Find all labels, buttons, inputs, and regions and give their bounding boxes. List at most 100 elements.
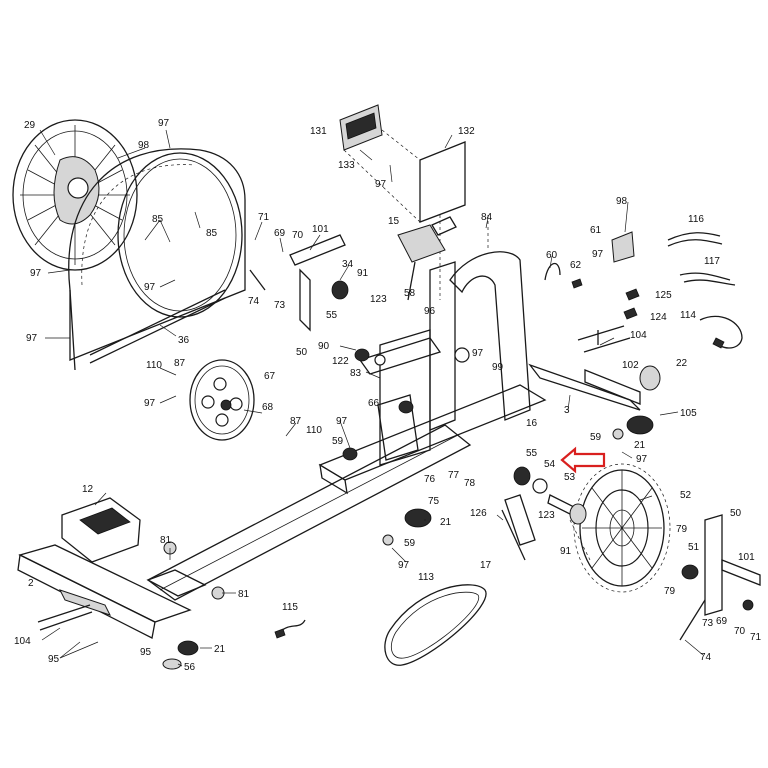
part-label: 116	[688, 214, 704, 225]
part-label: 52	[680, 490, 692, 501]
part-label: 97	[592, 249, 604, 260]
shroud-cover-part-29	[12, 119, 138, 271]
part-label: 79	[676, 524, 688, 535]
part-label: 36	[178, 335, 190, 346]
part-label: 55	[526, 448, 538, 459]
part-label: 105	[680, 408, 697, 419]
part-label: 55	[326, 310, 338, 321]
part-label: 114	[680, 310, 696, 321]
part-label: 113	[418, 572, 434, 583]
part-label: 110	[306, 425, 322, 436]
part-label: 97	[144, 398, 156, 409]
part-number-labels: 29 97 98 85 85 97 97 97 36 71 69 70 101 …	[14, 118, 762, 673]
part-label: 85	[152, 214, 164, 225]
part-label: 3	[564, 405, 570, 416]
part-label: 97	[398, 560, 410, 571]
part-label: 60	[546, 250, 558, 261]
part-label: 83	[350, 368, 362, 379]
leader-lines	[39, 129, 704, 667]
part-label: 104	[630, 330, 647, 341]
part-label: 133	[338, 160, 355, 171]
part-label: 67	[264, 371, 276, 382]
part-label: 34	[342, 259, 354, 270]
rear-stabilizer-part-50	[679, 514, 761, 641]
part-label: 97	[144, 282, 156, 293]
part-label: 117	[704, 256, 720, 267]
part-label: 70	[734, 626, 746, 637]
part-label: 12	[82, 484, 94, 495]
part-label: 61	[590, 225, 602, 236]
part-label: 62	[570, 260, 582, 271]
part-label: 95	[140, 647, 152, 658]
part-label: 71	[750, 632, 762, 643]
crank-parts-part-53	[163, 280, 661, 600]
upright-post-part-15	[397, 215, 531, 431]
part-label: 132	[458, 126, 475, 137]
part-label: 2	[28, 578, 34, 589]
part-label: 81	[238, 589, 250, 600]
part-label: 126	[470, 508, 487, 519]
part-label: 99	[492, 362, 504, 373]
part-label: 95	[48, 654, 60, 665]
highlight-arrow-icon	[560, 446, 606, 474]
part-label: 90	[318, 341, 330, 352]
part-label: 21	[634, 440, 646, 451]
part-label: 98	[616, 196, 628, 207]
main-frame	[146, 329, 641, 601]
pulley-part-67	[189, 359, 255, 441]
part-label: 16	[526, 418, 538, 429]
part-label: 51	[688, 542, 700, 553]
part-label: 102	[622, 360, 639, 371]
bracket-part-66	[377, 394, 419, 461]
part-label: 87	[290, 416, 302, 427]
part-label: 74	[248, 296, 260, 307]
part-label: 97	[472, 348, 484, 359]
part-label: 85	[206, 228, 218, 239]
part-label: 78	[464, 478, 476, 489]
part-label: 123	[538, 510, 555, 521]
part-label: 97	[26, 333, 38, 344]
part-label: 96	[424, 306, 436, 317]
part-label: 75	[428, 496, 440, 507]
part-label: 97	[375, 179, 387, 190]
drive-belt-part-113	[384, 584, 487, 666]
cables-and-sensors	[274, 231, 743, 639]
part-label: 122	[332, 356, 349, 367]
part-label: 101	[312, 224, 329, 235]
part-label: 97	[158, 118, 170, 129]
part-label: 125	[655, 290, 672, 301]
part-label: 21	[440, 517, 452, 528]
part-label: 71	[258, 212, 270, 223]
part-label: 101	[738, 552, 755, 563]
part-label: 69	[274, 228, 286, 239]
part-label: 17	[480, 560, 492, 571]
part-label: 59	[404, 538, 416, 549]
part-label: 54	[544, 459, 556, 470]
shroud-panel-part-98	[68, 148, 246, 371]
part-label: 70	[292, 230, 304, 241]
part-label: 15	[388, 216, 400, 227]
part-label: 97	[336, 416, 348, 427]
part-label: 97	[636, 454, 648, 465]
part-label: 73	[702, 618, 714, 629]
part-label: 29	[24, 120, 36, 131]
part-label: 77	[448, 470, 460, 481]
part-label: 79	[664, 586, 676, 597]
part-label: 123	[370, 294, 387, 305]
part-label: 74	[700, 652, 712, 663]
front-stabilizer-part-2	[17, 497, 207, 670]
part-label: 131	[310, 126, 327, 137]
part-label: 58	[404, 288, 416, 299]
part-label: 50	[730, 508, 742, 519]
part-label: 66	[368, 398, 380, 409]
part-label: 50	[296, 347, 308, 358]
part-label: 68	[262, 402, 274, 413]
part-label: 73	[274, 300, 286, 311]
part-label: 81	[160, 535, 172, 546]
part-label: 84	[481, 212, 493, 223]
rods-and-links	[249, 234, 631, 561]
part-label: 124	[650, 312, 667, 323]
part-label: 104	[14, 636, 31, 647]
